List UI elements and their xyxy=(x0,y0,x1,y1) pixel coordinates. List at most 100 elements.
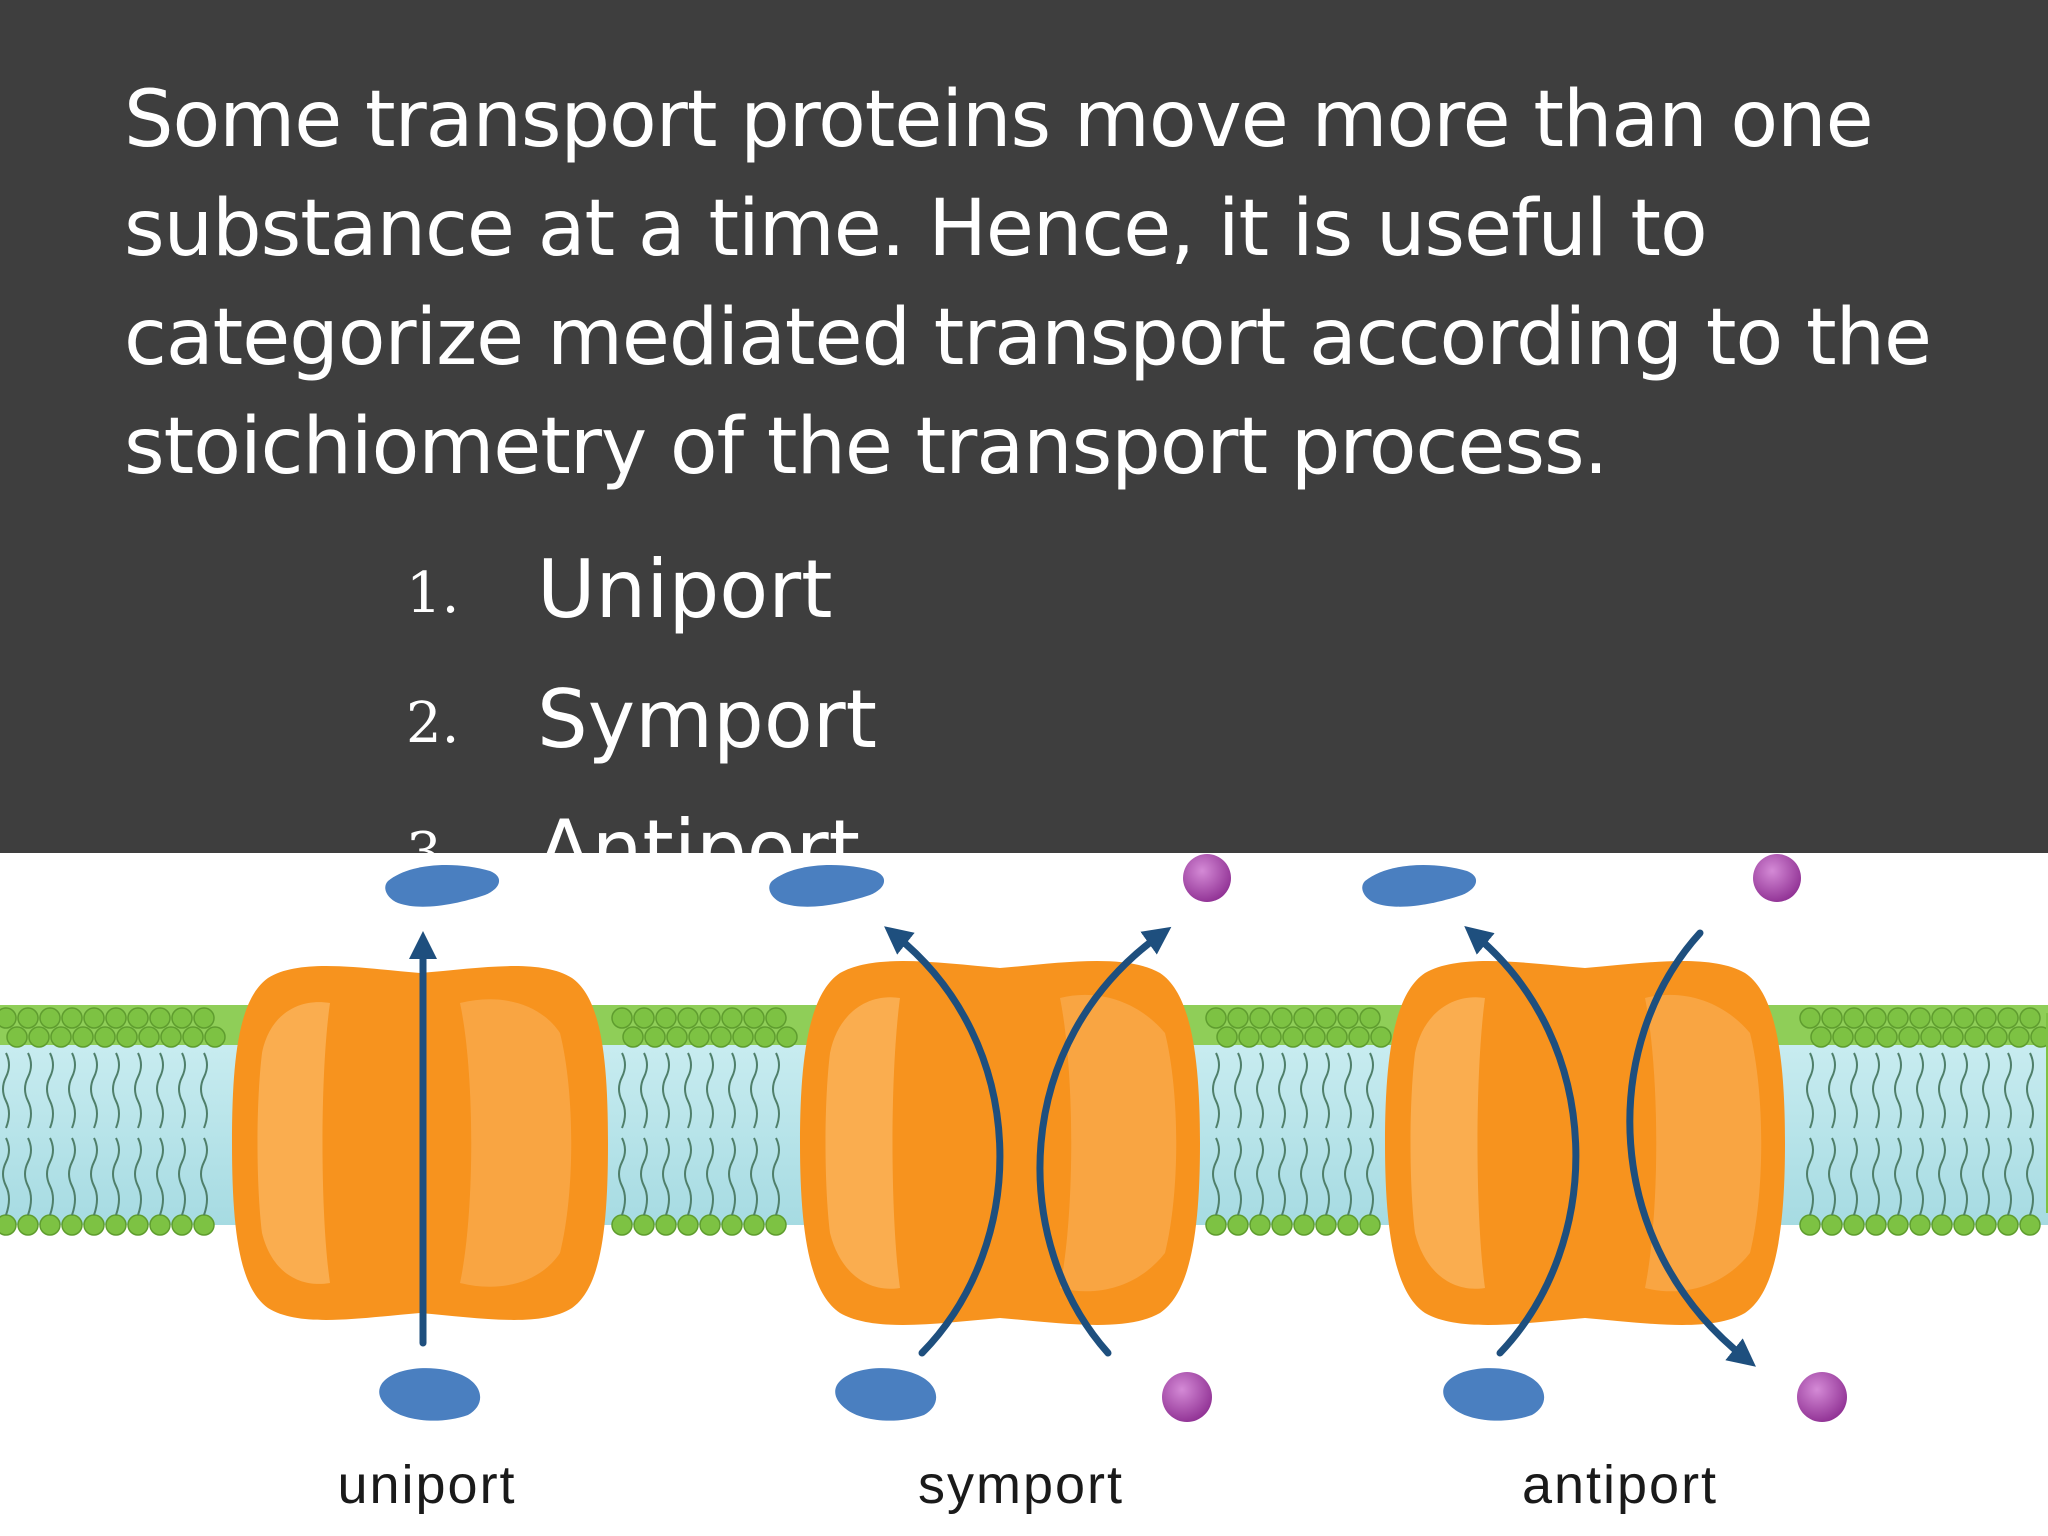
lipid-head xyxy=(732,1026,754,1048)
purple-solute-symport-bottom xyxy=(1162,1372,1212,1422)
lipid-head xyxy=(0,1007,17,1029)
lipid-tail xyxy=(134,1137,142,1216)
lipid-head xyxy=(1865,1214,1887,1236)
lipid-head xyxy=(72,1026,94,1048)
lipid-tail xyxy=(640,1137,648,1216)
antiport-arrow-right xyxy=(1626,929,1756,1367)
lipid-head xyxy=(2008,1026,2030,1048)
lipid-tail xyxy=(134,1052,142,1129)
lipid-tail xyxy=(1322,1137,1330,1216)
lipid-head xyxy=(1986,1026,2008,1048)
lipid-tail xyxy=(618,1052,626,1129)
lipid-head xyxy=(1887,1214,1909,1236)
lipid-tail xyxy=(1960,1052,1968,1129)
lipid-tail xyxy=(1344,1052,1352,1129)
lipid-head xyxy=(1249,1007,1271,1029)
blue-solutes xyxy=(379,865,1545,1421)
lipid-tail xyxy=(112,1137,120,1216)
lipid-head xyxy=(1975,1214,1997,1236)
lipid-tail xyxy=(1234,1137,1242,1216)
transport-arrows xyxy=(409,926,1756,1367)
blue-solute-uniport-top xyxy=(385,865,500,907)
lipid-head xyxy=(1865,1007,1887,1029)
lipid-tail xyxy=(1828,1137,1836,1216)
lipid-head xyxy=(1238,1026,1260,1048)
blue-solute-antiport-bottom xyxy=(1443,1368,1545,1421)
lipid-head xyxy=(1359,1007,1381,1029)
lipid-head xyxy=(776,1026,798,1048)
lipid-head xyxy=(677,1214,699,1236)
lipid-head xyxy=(1359,1214,1381,1236)
lipid-head xyxy=(1953,1214,1975,1236)
symport-arrow-right xyxy=(1036,926,1172,1357)
lipid-tail xyxy=(772,1052,780,1129)
lipid-head xyxy=(105,1214,127,1236)
purple-solutes xyxy=(1162,854,1847,1422)
lipid-tail xyxy=(156,1137,164,1216)
caption-antiport: antiport xyxy=(1522,1455,1718,1515)
lipid-head xyxy=(1282,1026,1304,1048)
lipid-head xyxy=(633,1007,655,1029)
lipid-tail xyxy=(24,1052,32,1129)
lipid-head xyxy=(1205,1007,1227,1029)
list-number: 2. xyxy=(406,691,460,756)
lipid-head xyxy=(1799,1214,1821,1236)
lipid-tails xyxy=(2,1052,2034,1216)
lipid-tail xyxy=(684,1137,692,1216)
blue-solute-antiport-top xyxy=(1362,865,1477,907)
lipid-tail xyxy=(1212,1137,1220,1216)
lipid-tail xyxy=(1366,1137,1374,1216)
lipid-head xyxy=(17,1214,39,1236)
lipid-tail xyxy=(662,1052,670,1129)
list-label: Uniport xyxy=(537,543,833,636)
lipid-tail xyxy=(1828,1052,1836,1129)
lipid-head xyxy=(28,1026,50,1048)
lipid-tail xyxy=(684,1052,692,1129)
lipid-head xyxy=(61,1214,83,1236)
lipid-tail xyxy=(1806,1052,1814,1129)
blue-solute-symport-bottom xyxy=(835,1368,937,1421)
lipid-tail xyxy=(90,1052,98,1129)
lipid-tail xyxy=(1256,1137,1264,1216)
lipid-head xyxy=(182,1026,204,1048)
lipid-head xyxy=(765,1214,787,1236)
lipid-tail xyxy=(156,1052,164,1129)
lipid-tail xyxy=(112,1052,120,1129)
lipid-tail xyxy=(1872,1052,1880,1129)
lipid-tail xyxy=(24,1137,32,1216)
lipid-head xyxy=(1260,1026,1282,1048)
lipid-tail xyxy=(2004,1052,2012,1129)
antiport-protein xyxy=(1385,961,1785,1325)
lipid-tail xyxy=(1278,1137,1286,1216)
lipid-head xyxy=(149,1214,171,1236)
lipid-head xyxy=(1304,1026,1326,1048)
lipid-head xyxy=(1249,1214,1271,1236)
lipid-tail xyxy=(1322,1052,1330,1129)
lipid-tail xyxy=(68,1137,76,1216)
lipid-tail xyxy=(640,1052,648,1129)
lipid-head xyxy=(83,1214,105,1236)
slide-text-panel: Some transport proteins move more than o… xyxy=(0,0,2048,853)
lipid-head xyxy=(1799,1007,1821,1029)
lipid-head xyxy=(171,1007,193,1029)
lipid-head xyxy=(171,1214,193,1236)
lipid-head xyxy=(204,1026,226,1048)
lipid-tail xyxy=(1256,1052,1264,1129)
lipid-tail xyxy=(1850,1052,1858,1129)
lipid-head xyxy=(6,1026,28,1048)
lipid-head xyxy=(1931,1007,1953,1029)
lipid-head xyxy=(138,1026,160,1048)
lipid-tail xyxy=(1916,1052,1924,1129)
lipid-tail xyxy=(706,1137,714,1216)
lipid-head xyxy=(2019,1214,2041,1236)
lipid-tail xyxy=(772,1137,780,1216)
lipid-tail xyxy=(178,1052,186,1129)
lipid-head xyxy=(1216,1026,1238,1048)
lipid-tail xyxy=(68,1052,76,1129)
lipid-tail xyxy=(750,1137,758,1216)
caption-symport: symport xyxy=(918,1455,1124,1515)
membrane-transport-diagram: uniport symport antiport xyxy=(0,853,2048,1536)
lipid-head xyxy=(2019,1007,2041,1029)
lipid-head xyxy=(754,1026,776,1048)
lipid-head xyxy=(39,1214,61,1236)
